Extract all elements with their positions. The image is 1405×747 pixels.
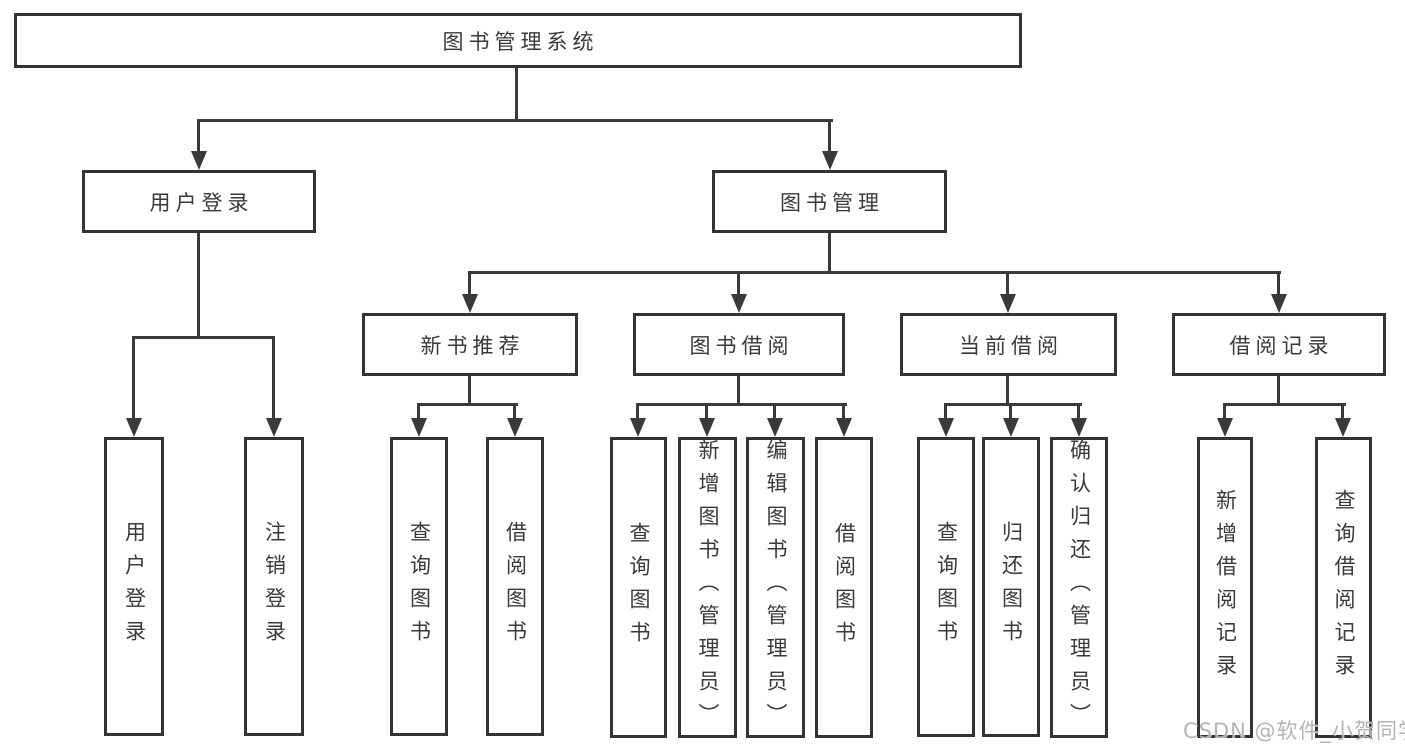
connector-current-hbar <box>944 403 1082 406</box>
connector-drop-leaf <box>417 403 420 420</box>
arrowhead <box>411 418 427 437</box>
arrowhead <box>938 418 954 437</box>
node-borrow-records: 借阅记录 <box>1172 313 1386 376</box>
arrowhead <box>507 418 523 437</box>
node-book-management: 图书管理 <box>712 170 947 233</box>
connector-drop-leaf <box>272 336 275 421</box>
leaf-add-book-admin: 新增图书（管理员） <box>678 437 737 738</box>
arrowhead <box>699 418 715 437</box>
arrowhead <box>1071 418 1087 437</box>
connector-current-stem <box>1006 376 1009 406</box>
connector-mgmt-hbar <box>468 271 1281 274</box>
arrowhead <box>731 294 747 313</box>
connector-drop-leaf <box>636 403 639 420</box>
connector-drop-leaf <box>513 403 516 420</box>
leaf-query-books-borrow: 查询图书 <box>610 437 667 738</box>
leaf-edit-book-admin: 编辑图书（管理员） <box>746 437 805 738</box>
arrowhead <box>191 151 207 170</box>
connector-root-hbar <box>197 119 833 122</box>
connector-drop-current <box>1006 271 1009 297</box>
node-book-borrow: 图书借阅 <box>633 313 845 376</box>
connector-drop-leaf <box>842 403 845 420</box>
arrowhead <box>126 418 142 437</box>
connector-recommend-hbar <box>417 403 518 406</box>
arrowhead <box>1335 418 1351 437</box>
connector-drop-recommend <box>468 271 471 297</box>
arrowhead <box>1000 294 1016 313</box>
connector-drop-user-login <box>197 119 200 154</box>
leaf-query-books-recommend: 查询图书 <box>390 437 448 736</box>
arrowhead <box>1217 418 1233 437</box>
csdn-watermark: CSDN @软件_小贺同学 <box>1183 719 1405 743</box>
node-current-borrow: 当前借阅 <box>900 313 1117 376</box>
leaf-borrow-books-recommend: 借阅图书 <box>486 437 544 736</box>
connector-user-hbar <box>132 336 275 339</box>
connector-borrow-stem <box>737 376 740 406</box>
node-user-login: 用户登录 <box>82 170 316 233</box>
connector-borrow-hbar <box>636 403 847 406</box>
leaf-query-books-current: 查询图书 <box>917 437 975 737</box>
connector-drop-leaf <box>944 403 947 420</box>
connector-records-stem <box>1277 376 1280 406</box>
connector-root-stem <box>515 68 518 120</box>
node-new-book-recommend: 新书推荐 <box>362 313 578 376</box>
arrowhead <box>836 418 852 437</box>
connector-mgmt-stem <box>828 233 831 274</box>
arrowhead <box>266 418 282 437</box>
connector-drop-leaf <box>705 403 708 420</box>
arrowhead <box>1003 418 1019 437</box>
connector-user-stem <box>197 233 200 339</box>
connector-drop-records <box>1277 271 1280 297</box>
arrowhead <box>462 294 478 313</box>
connector-drop-book-management <box>828 119 831 154</box>
connector-recommend-stem <box>468 376 471 406</box>
connector-drop-leaf <box>1009 403 1012 420</box>
connector-drop-leaf <box>1223 403 1226 420</box>
arrowhead <box>1271 294 1287 313</box>
connector-drop-leaf <box>1077 403 1080 420</box>
arrowhead <box>822 151 838 170</box>
arrowhead <box>630 418 646 437</box>
leaf-confirm-return-admin: 确认归还（管理员） <box>1050 437 1108 738</box>
connector-drop-leaf <box>132 336 135 421</box>
node-root: 图书管理系统 <box>14 13 1022 68</box>
leaf-query-borrow-record: 查询借阅记录 <box>1315 437 1372 738</box>
connector-records-hbar <box>1223 403 1346 406</box>
connector-drop-leaf <box>1341 403 1344 420</box>
leaf-borrow-books-borrow: 借阅图书 <box>815 437 873 738</box>
connector-drop-leaf <box>773 403 776 420</box>
arrowhead <box>767 418 783 437</box>
leaf-logout: 注销登录 <box>244 437 304 736</box>
connector-drop-borrow <box>737 271 740 297</box>
leaf-add-borrow-record: 新增借阅记录 <box>1197 437 1253 738</box>
leaf-user-login: 用户登录 <box>104 437 164 736</box>
leaf-return-book: 归还图书 <box>982 437 1040 737</box>
